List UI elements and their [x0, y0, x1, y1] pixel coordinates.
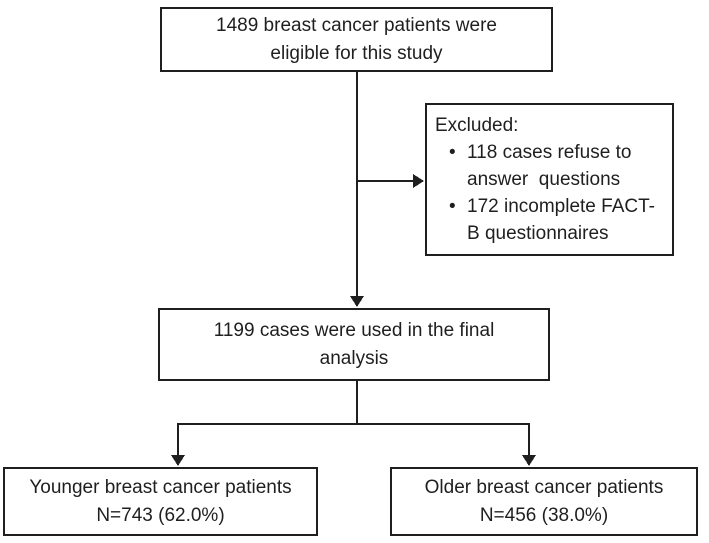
eligible-patients-box: 1489 breast cancer patients were eligibl… — [160, 7, 553, 72]
arrowhead-down-older — [522, 455, 536, 466]
final-analysis-box: 1199 cases were used in the final analys… — [158, 308, 550, 381]
excluded-item-incomplete-text: 172 incomplete FACT- B questionnaires — [467, 196, 655, 244]
excluded-item-refused-text: 118 cases refuse to answer questions — [467, 142, 632, 190]
arrowhead-right-excluded — [413, 174, 424, 188]
final-analysis-text: 1199 cases were used in the final analys… — [213, 319, 495, 369]
eligible-patients-text: 1489 breast cancer patients were eligibl… — [216, 14, 497, 64]
older-patients-text: Older breast cancer patients N=456 (38.0… — [424, 476, 664, 526]
bullet-icon: • — [449, 142, 456, 163]
arrowhead-down-final — [350, 296, 364, 307]
arrowhead-down-younger — [171, 455, 185, 466]
older-patients-box: Older breast cancer patients N=456 (38.0… — [390, 467, 698, 536]
excluded-title: Excluded: — [435, 115, 519, 136]
younger-patients-text: Younger breast cancer patients N=743 (62… — [29, 476, 292, 526]
younger-patients-box: Younger breast cancer patients N=743 (62… — [3, 467, 318, 536]
excluded-item-refused: • 118 cases refuse to answer questions — [435, 139, 666, 193]
excluded-box: Excluded: • 118 cases refuse to answer q… — [425, 103, 674, 256]
excluded-item-incomplete: • 172 incomplete FACT- B questionnaires — [435, 193, 666, 247]
bullet-icon: • — [449, 196, 456, 217]
